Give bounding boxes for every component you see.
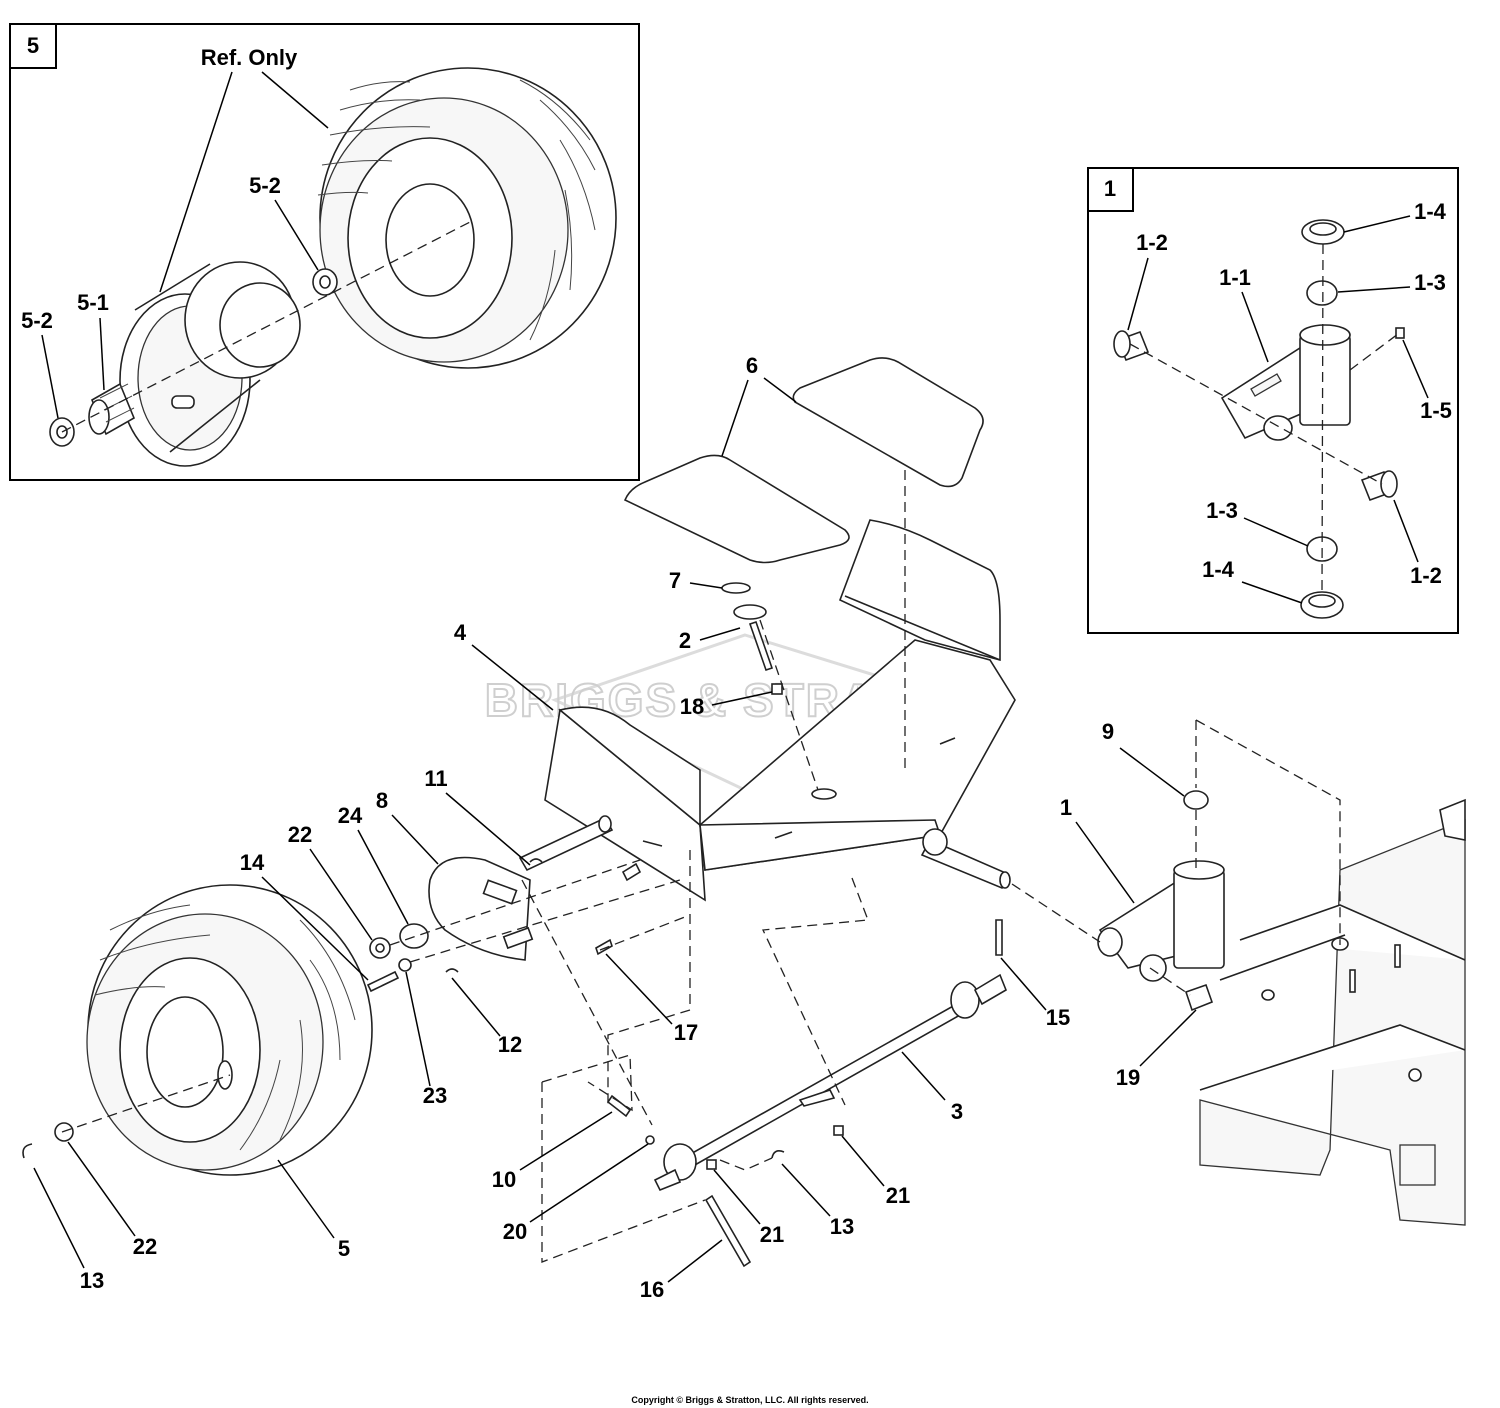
- callout-18: 18: [680, 694, 704, 719]
- callout-9: 9: [1102, 719, 1114, 744]
- bolt-15: [995, 919, 1003, 956]
- inset-rim: [119, 261, 301, 467]
- clip-12: [445, 968, 459, 973]
- nut-21a: [833, 1125, 844, 1136]
- pivot-pin-2: [733, 604, 774, 672]
- callout-4: 4: [454, 620, 467, 645]
- callout-21b: 21: [760, 1222, 784, 1247]
- clip-13b: [771, 1150, 785, 1159]
- bushing-24: [399, 923, 429, 949]
- callout-2: 2: [679, 628, 691, 653]
- callout-3: 3: [951, 1099, 963, 1124]
- tie-rod-axle-3: [653, 973, 1007, 1192]
- copyright-notice: Copyright © Briggs & Stratton, LLC. All …: [631, 1395, 869, 1405]
- washer-7: [721, 582, 751, 594]
- callout-24: 24: [338, 803, 363, 828]
- callout-inset1-3: 1-1: [1219, 265, 1251, 290]
- nut-21b: [706, 1159, 717, 1170]
- pin-20: [645, 1135, 655, 1145]
- nut-19: [1184, 983, 1214, 1012]
- callout-13a: 13: [830, 1214, 854, 1239]
- inset-5-panel: 5 Ref. Only: [9, 23, 640, 481]
- ref-only-label: Ref. Only: [201, 45, 298, 70]
- callout-inset1-1: 1-4: [1414, 199, 1447, 224]
- axle-frame: [544, 519, 1016, 902]
- callout-inset1-7: 1-2: [1410, 563, 1442, 588]
- bearing-9: [1183, 790, 1209, 810]
- bolt-16: [704, 1194, 752, 1268]
- callout-19: 19: [1116, 1065, 1140, 1090]
- callout-15: 15: [1046, 1005, 1070, 1030]
- callout-10: 10: [492, 1167, 516, 1192]
- spindle-shafts: [518, 815, 1011, 890]
- callout-inset1-6: 1-3: [1206, 498, 1238, 523]
- callout-23: 23: [423, 1083, 447, 1108]
- inset-bearing-5-1: [88, 382, 136, 436]
- callout-1: 1: [1060, 795, 1072, 820]
- callout-22: 22: [288, 822, 312, 847]
- callout-inset5-3: 5-1: [77, 290, 109, 315]
- callout-inset1-4: 1-3: [1414, 270, 1446, 295]
- callout-16: 16: [640, 1277, 664, 1302]
- decal-plates: [623, 357, 984, 564]
- washer-23: [398, 958, 412, 972]
- callout-22b: 22: [133, 1234, 157, 1259]
- band-clamp-8: [428, 856, 534, 961]
- clip-11: [529, 858, 543, 863]
- bolt-14: [366, 970, 400, 993]
- callout-inset5-2: 5-2: [21, 308, 53, 333]
- spindle-assembly-1: [1097, 860, 1225, 982]
- callout-20: 20: [503, 1219, 527, 1244]
- assembly-lines: [61, 470, 1341, 1263]
- callout-12: 12: [498, 1032, 522, 1057]
- pin-10: [606, 1094, 632, 1118]
- callout-8: 8: [376, 788, 388, 813]
- inset-spindle-housing: [1220, 324, 1351, 441]
- nut-18: [771, 683, 783, 695]
- callout-7: 7: [669, 568, 681, 593]
- callout-21a: 21: [886, 1183, 910, 1208]
- callout-inset1-2: 1-2: [1136, 230, 1168, 255]
- callout-17: 17: [674, 1020, 698, 1045]
- callout-11: 11: [424, 766, 447, 791]
- clip-13: [22, 1143, 33, 1159]
- main-tire: [86, 884, 373, 1176]
- callout-inset5-1: 5-2: [249, 173, 281, 198]
- callout-13b: 13: [80, 1268, 104, 1293]
- inset-1-number: 1: [1104, 176, 1116, 201]
- callout-inset1-5: 1-5: [1420, 398, 1452, 423]
- callout-inset1-8: 1-4: [1202, 557, 1235, 582]
- callout-14: 14: [240, 850, 265, 875]
- inset-tire: [317, 67, 617, 369]
- inset-5-number: 5: [27, 33, 39, 58]
- main-callouts: 6 7 2 4 18 9 1 11 8 24 22 14 15 17 12 23…: [33, 353, 1197, 1302]
- bolt-17: [595, 938, 613, 956]
- inset-1-panel: 1 1-4 1-2 1-1 1-3: [1087, 167, 1459, 634]
- tractor-frame: [1199, 798, 1466, 1226]
- callout-6: 6: [746, 353, 758, 378]
- callout-5: 5: [338, 1236, 350, 1261]
